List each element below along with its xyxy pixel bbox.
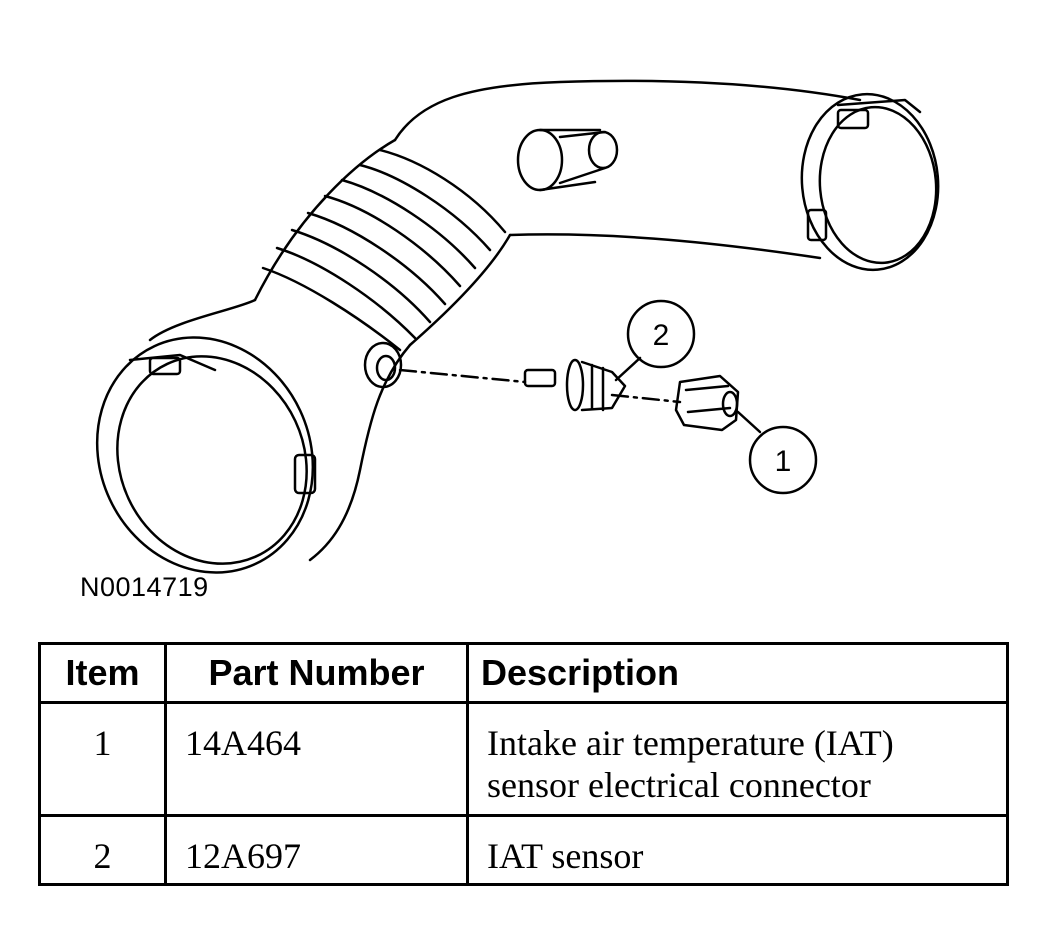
air-intake-tube (95, 79, 940, 574)
callout-1-leader (736, 410, 762, 434)
callout-2-label: 2 (653, 319, 670, 352)
row-item: 2 (38, 814, 167, 886)
row-description-line: Intake air temperature (IAT) (487, 723, 894, 763)
table-row: 2 12A697 IAT sensor (38, 814, 1009, 886)
row-part-number: 12A697 (164, 814, 469, 886)
installation-path-line (398, 368, 682, 404)
callout-1-circle (748, 425, 818, 495)
row-part-number: 14A464 (164, 701, 469, 817)
callout-2-circle (626, 299, 696, 369)
iat-sensor (523, 358, 627, 412)
row-item: 1 (38, 701, 167, 817)
figure-id: N0014719 (80, 572, 209, 602)
parts-table: Item Part Number Description 1 14A464 In… (38, 642, 1009, 886)
row-description: IAT sensor (466, 814, 1009, 886)
row-description-line: sensor electrical connector (487, 765, 871, 805)
table-header-row: Item Part Number Description (38, 642, 1009, 704)
air-intake-tube-illustration: 2 1 (95, 79, 940, 574)
header-description: Description (466, 642, 1009, 704)
callout-1-label: 1 (775, 445, 792, 478)
table-row: 1 14A464 Intake air temperature (IAT) se… (38, 701, 1009, 817)
callout-2-leader (614, 356, 642, 382)
row-description-line: IAT sensor (487, 836, 644, 876)
header-item: Item (38, 642, 167, 704)
header-part-number: Part Number (164, 642, 469, 704)
iat-sensor-electrical-connector (674, 374, 740, 432)
row-description: Intake air temperature (IAT) sensor elec… (466, 701, 1009, 817)
